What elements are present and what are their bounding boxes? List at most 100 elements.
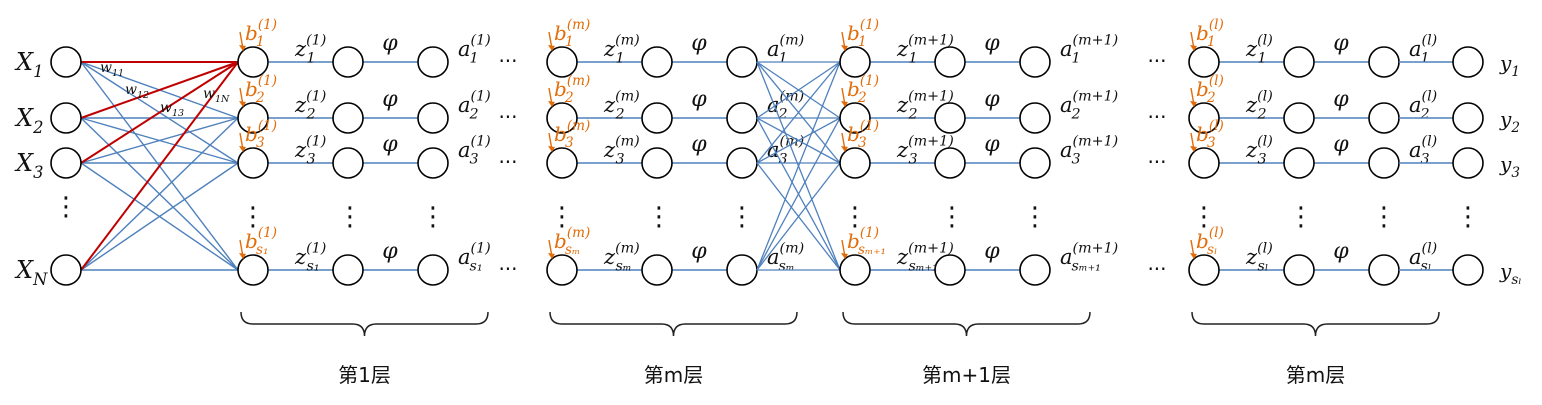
- activation-node: [1019, 147, 1051, 179]
- vdots: ⋮: [1288, 202, 1314, 232]
- weight-connection: [80, 61, 239, 271]
- vdots: ⋮: [337, 202, 363, 232]
- z-label: z(1)1: [294, 32, 326, 66]
- sum-node: [1188, 254, 1220, 286]
- bias-label: b(1)1: [847, 17, 879, 50]
- output-node: [1452, 147, 1484, 179]
- bias-label: b(1)2: [245, 73, 277, 106]
- vdots: ⋮: [939, 202, 965, 232]
- vdots: ⋮: [1022, 202, 1048, 232]
- vdots: ⋮: [1191, 202, 1217, 232]
- bias-arrowhead: [1190, 253, 1197, 259]
- z-label: z(m)1: [603, 32, 640, 66]
- phi-node: [641, 254, 673, 286]
- weight-label: w11: [100, 60, 124, 79]
- sum-node: [839, 46, 871, 78]
- sum-node: [546, 147, 578, 179]
- a-label: a(m)2: [767, 88, 804, 122]
- bias-label: b(l)2: [1196, 73, 1224, 106]
- z-label: z(1)s₁: [294, 240, 326, 274]
- vdots: ⋮: [1455, 202, 1481, 232]
- z-label: z(m+1)1: [896, 32, 954, 66]
- inter-layer-connection: [756, 61, 841, 271]
- phi-node: [641, 102, 673, 134]
- input-label: X3: [14, 149, 43, 182]
- inter-layer-connection: [756, 162, 841, 271]
- bias-label: b(m)2: [554, 73, 590, 106]
- phi-label: φ: [691, 87, 707, 112]
- activation-node: [726, 46, 758, 78]
- phi-node: [1283, 46, 1315, 78]
- layer-brace: [1191, 311, 1440, 337]
- a-label: a(1)1: [458, 32, 491, 66]
- activation-node: [417, 46, 449, 78]
- phi-node: [332, 102, 364, 134]
- activation-node: [417, 254, 449, 286]
- bias-arrowhead: [239, 101, 246, 107]
- sum-node: [1188, 46, 1220, 78]
- input-connection: [80, 162, 239, 271]
- phi-label: φ: [984, 239, 1000, 264]
- a-label: a(m+1)1: [1060, 32, 1118, 66]
- vdots: ⋮: [729, 202, 755, 232]
- ellipsis: ···: [1147, 105, 1166, 129]
- phi-node: [641, 46, 673, 78]
- ellipsis: ···: [1147, 150, 1166, 174]
- phi-node: [641, 147, 673, 179]
- bias-label: b(1)3: [847, 118, 879, 151]
- inter-layer-connection: [756, 117, 841, 271]
- z-label: z(m)sₘ: [603, 240, 640, 274]
- inter-layer-connection: [756, 61, 841, 164]
- phi-label: φ: [984, 87, 1000, 112]
- z-label: z(m+1)sₘ₊₁: [896, 240, 954, 274]
- output-label: ysₗ: [1499, 259, 1522, 288]
- a-label: a(m+1)sₘ₊₁: [1060, 240, 1118, 274]
- output-node: [1452, 254, 1484, 286]
- output-node: [1452, 46, 1484, 78]
- vdots: ⋮: [646, 202, 672, 232]
- z-label: z(m)2: [603, 88, 640, 122]
- z-label: z(m)3: [603, 133, 640, 167]
- a-label: a(l)2: [1409, 88, 1437, 122]
- a-label: a(1)s₁: [458, 240, 491, 274]
- inter-layer-connection: [756, 117, 841, 164]
- vdots: ⋮: [549, 202, 575, 232]
- bias-arrowhead: [239, 45, 246, 51]
- ellipsis: ···: [498, 105, 517, 129]
- bias-arrowhead: [841, 253, 848, 259]
- phi-label: φ: [382, 31, 398, 56]
- a-label: a(m)3: [767, 133, 804, 167]
- phi-label: φ: [691, 239, 707, 264]
- inter-layer-connection: [756, 61, 841, 119]
- bias-label: b(1)1: [245, 17, 277, 50]
- bias-arrowhead: [548, 146, 555, 152]
- a-label: a(1)3: [458, 133, 491, 167]
- phi-node: [934, 102, 966, 134]
- bias-label: b(m)sₘ: [554, 225, 590, 258]
- bias-label: b(1)sₘ₊₁: [847, 225, 886, 258]
- ellipsis: ···: [498, 150, 517, 174]
- z-label: z(l)1: [1245, 32, 1273, 66]
- bias-label: b(m)1: [554, 17, 590, 50]
- layer-caption: 第m层: [1286, 363, 1345, 387]
- bias-arrowhead: [548, 101, 555, 107]
- phi-node: [934, 46, 966, 78]
- layer-brace: [842, 311, 1091, 337]
- a-label: a(1)2: [458, 88, 491, 122]
- z-label: z(m+1)3: [896, 133, 954, 167]
- activation-node: [1368, 254, 1400, 286]
- bias-label: b(l)3: [1196, 118, 1224, 151]
- bias-label: b(l)sₗ: [1196, 225, 1224, 258]
- output-label: y3: [1499, 152, 1520, 181]
- vdots: ⋮: [53, 192, 79, 222]
- phi-label: φ: [984, 132, 1000, 157]
- layer-brace: [549, 311, 798, 337]
- z-label: z(l)sₗ: [1245, 240, 1273, 274]
- sum-node: [237, 147, 269, 179]
- input-label: XN: [14, 256, 48, 289]
- activation-node: [726, 102, 758, 134]
- z-label: z(m+1)2: [896, 88, 954, 122]
- output-node: [1452, 102, 1484, 134]
- phi-label: φ: [1333, 87, 1349, 112]
